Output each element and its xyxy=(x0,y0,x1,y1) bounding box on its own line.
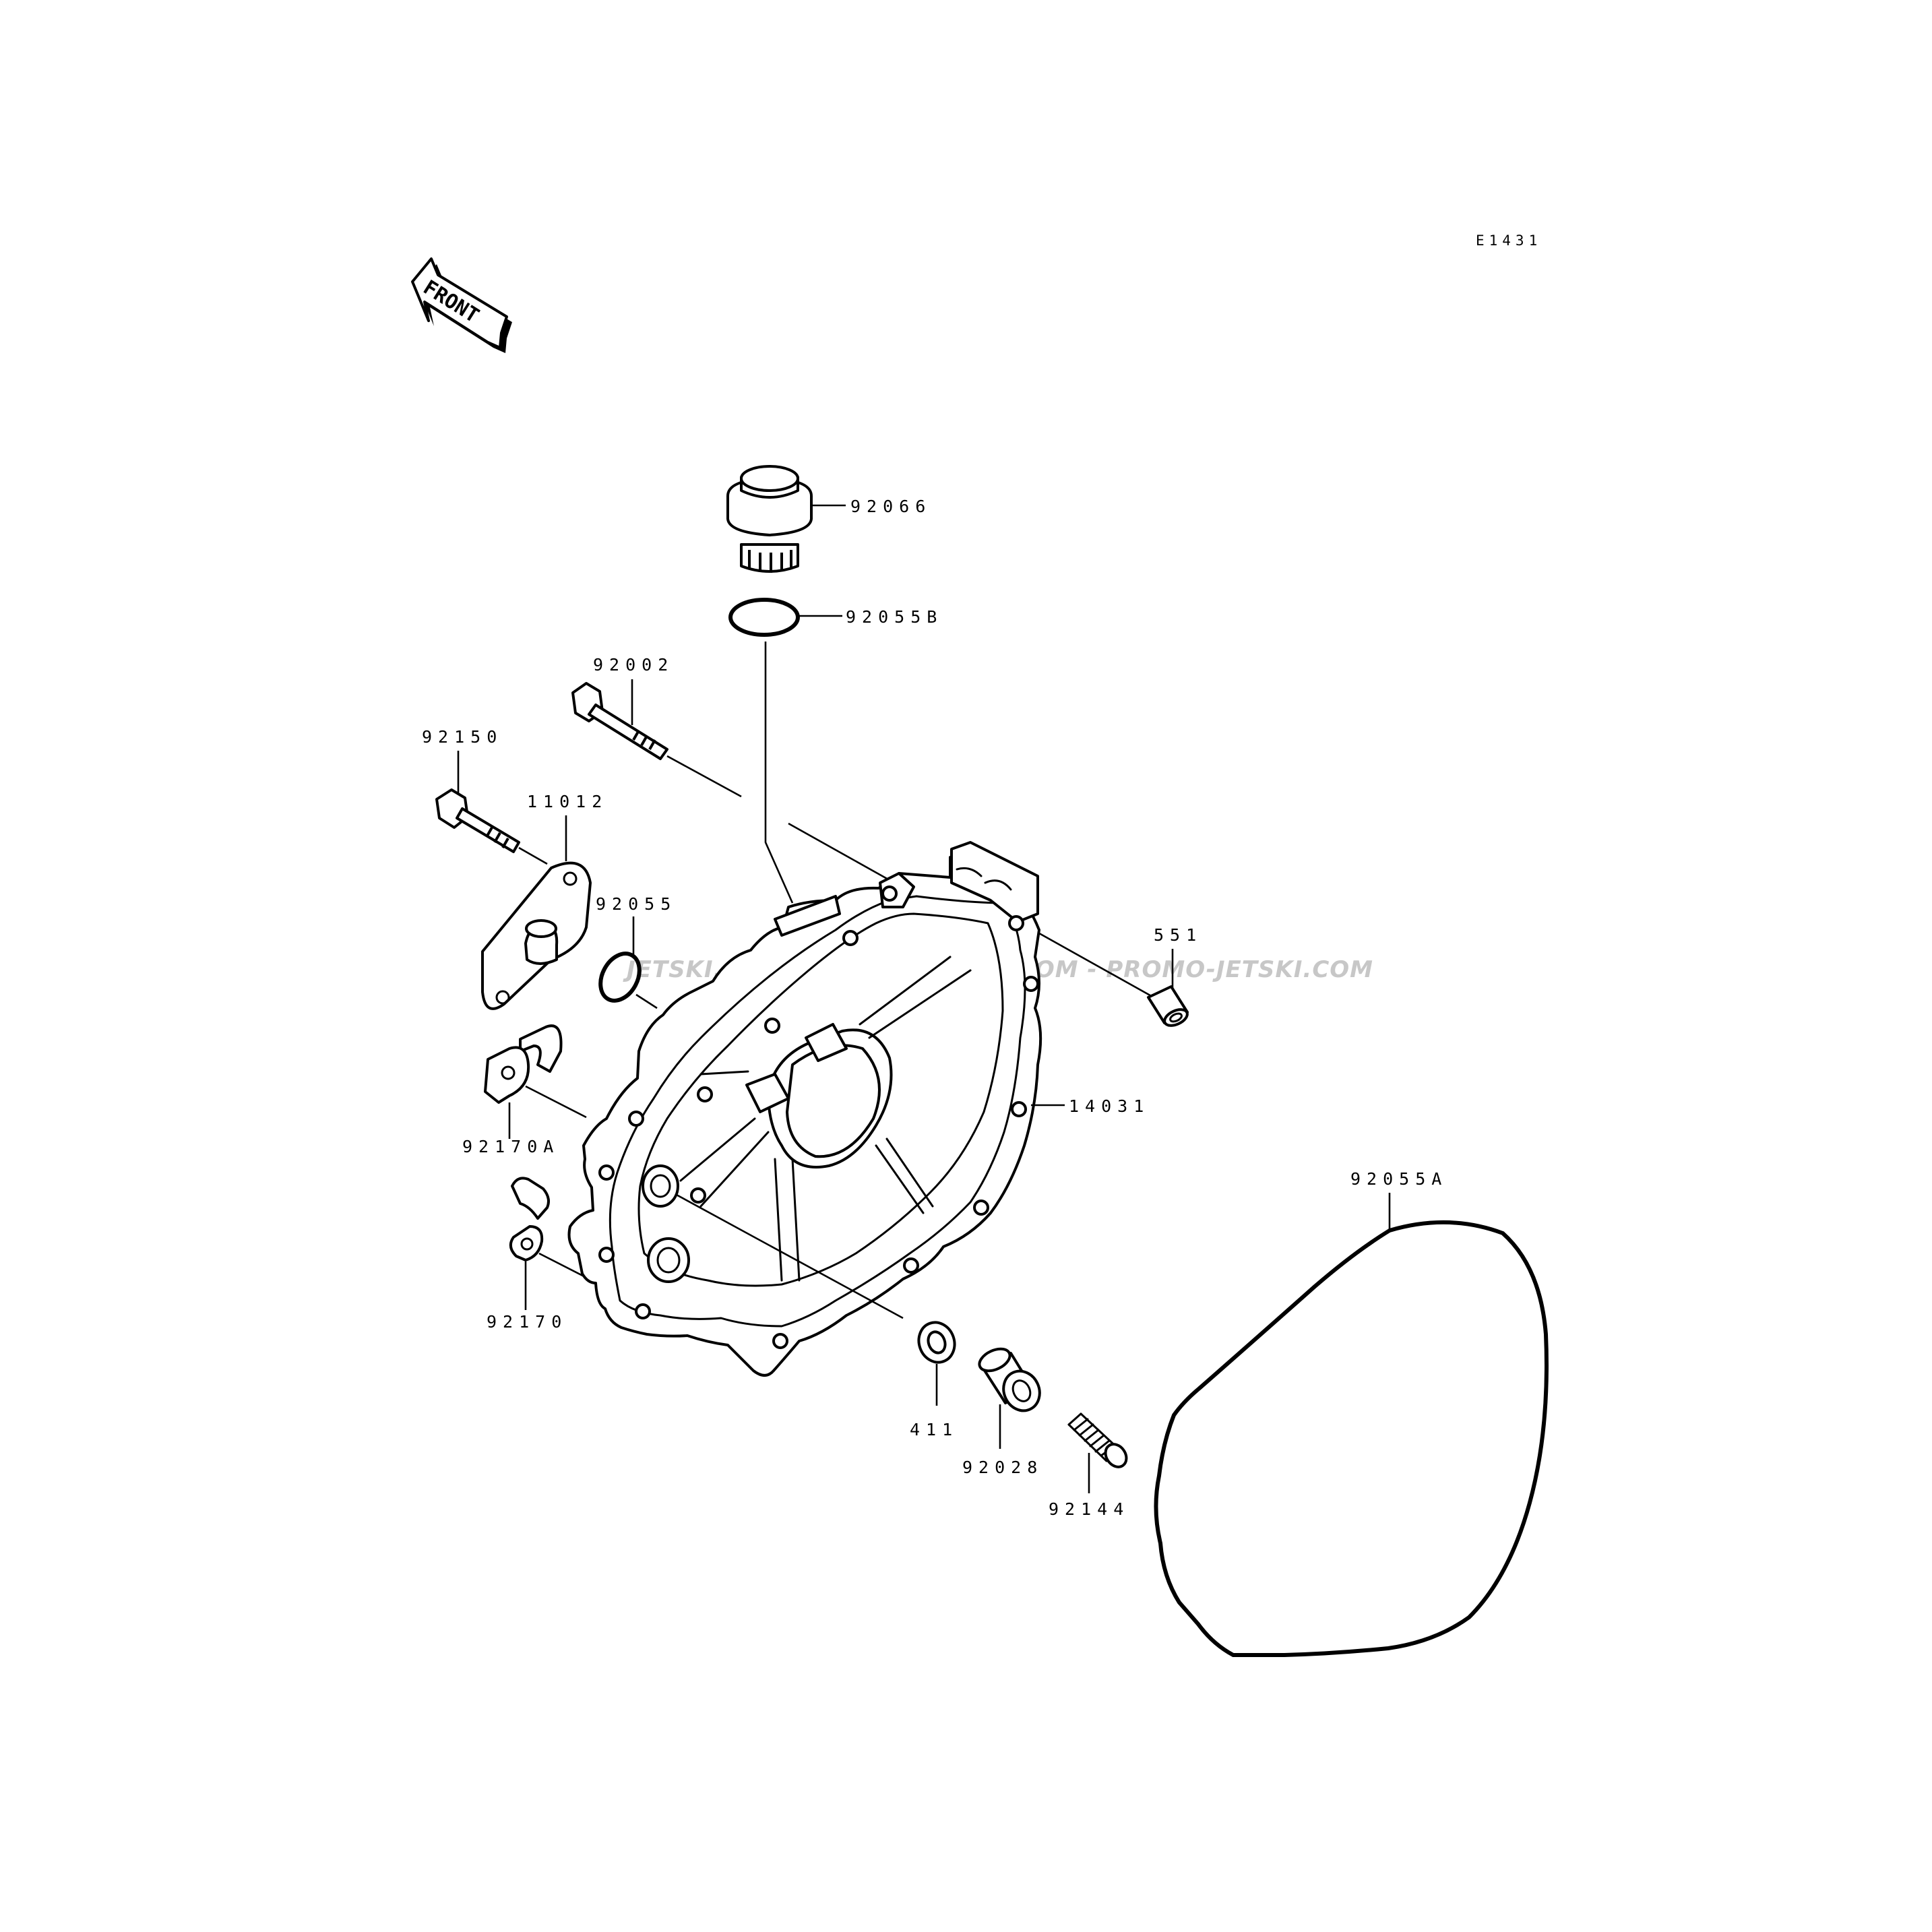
label-11012: 11012 xyxy=(527,792,608,811)
part-92055B-o-ring: 92055B xyxy=(728,598,943,904)
part-92028-bushing: 92028 xyxy=(962,1347,1043,1477)
label-92170: 92170 xyxy=(487,1312,567,1332)
front-direction-arrow: FRONT xyxy=(411,257,512,353)
label-92002: 92002 xyxy=(593,655,674,675)
label-92066: 92066 xyxy=(850,497,931,516)
part-92144-spring: 92144 xyxy=(1049,1412,1129,1519)
label-92144: 92144 xyxy=(1049,1499,1129,1519)
part-92055A-o-ring: 92055A xyxy=(1154,1169,1549,1657)
part-411-washer: 411 xyxy=(910,1321,958,1439)
label-92055A: 92055A xyxy=(1350,1169,1447,1189)
part-92150-bolt: 92150 xyxy=(422,727,548,865)
label-551: 551 xyxy=(1154,925,1202,945)
part-92055-o-ring: 92055 xyxy=(596,894,677,1009)
part-551-dowel: 551 xyxy=(1028,925,1202,1027)
label-14031: 14031 xyxy=(1069,1096,1150,1116)
label-411: 411 xyxy=(910,1420,958,1439)
part-92002-bolt: 92002 xyxy=(571,655,890,881)
part-92170A-clamp: 92170A xyxy=(462,1024,587,1156)
label-92150: 92150 xyxy=(422,727,503,747)
part-92170-clamp: 92170 xyxy=(487,1177,600,1332)
part-92066-plug: 92066 xyxy=(726,465,931,573)
label-92055B: 92055B xyxy=(846,607,943,627)
label-92028: 92028 xyxy=(962,1458,1043,1477)
label-92170A: 92170A xyxy=(462,1137,559,1156)
part-11012-plate: 11012 xyxy=(481,792,608,1010)
part-14031-cover: 14031 xyxy=(567,841,1150,1377)
label-92055: 92055 xyxy=(596,894,677,914)
figure-code: E1431 xyxy=(1476,232,1542,249)
